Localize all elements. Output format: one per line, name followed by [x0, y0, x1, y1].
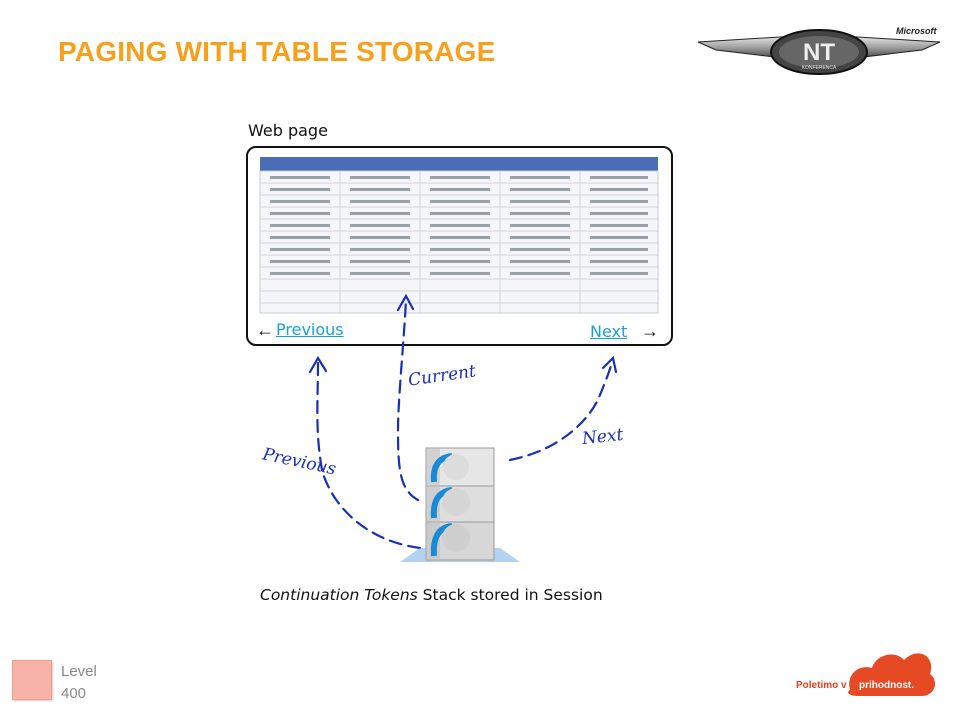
arrow-left-icon: ← — [256, 320, 274, 340]
caption-italic: Continuation Tokens — [260, 586, 418, 604]
nt-logo-subtext: KONFERENCA — [802, 65, 837, 71]
level-title: Level — [61, 663, 97, 680]
slide-title: PAGING WITH TABLE STORAGE — [58, 36, 496, 67]
nt-konferenca-logo: NT KONFERENCA — [697, 29, 941, 75]
caption-rest: Stack stored in Session — [417, 586, 603, 604]
previous-link[interactable]: Previous — [276, 320, 344, 339]
cloud-shape — [848, 653, 936, 696]
microsoft-text: Microsoft — [896, 26, 937, 36]
level-badge — [12, 660, 52, 700]
arrow-right-icon: → — [641, 321, 659, 341]
arrow-previous — [316, 360, 422, 550]
diagram-caption: Continuation Tokens Stack stored in Sess… — [260, 586, 603, 604]
brand-text-1: Poletimo v — [796, 680, 847, 691]
webpage-label: Web page — [248, 121, 328, 140]
arrowhead-previous — [308, 355, 328, 374]
arrow-next — [508, 360, 614, 462]
next-link[interactable]: Next — [590, 322, 628, 341]
brand-text-2: prihodnost. — [859, 680, 914, 691]
token-stack-icon — [400, 447, 520, 562]
nt-logo-text: NT — [803, 39, 835, 66]
arrow-current — [396, 298, 420, 502]
arrowhead-next — [601, 355, 618, 374]
arrowhead-current — [396, 293, 415, 312]
level-value: 400 — [61, 685, 87, 702]
level-label: Level 400 — [61, 661, 97, 705]
table-mock — [259, 157, 659, 314]
